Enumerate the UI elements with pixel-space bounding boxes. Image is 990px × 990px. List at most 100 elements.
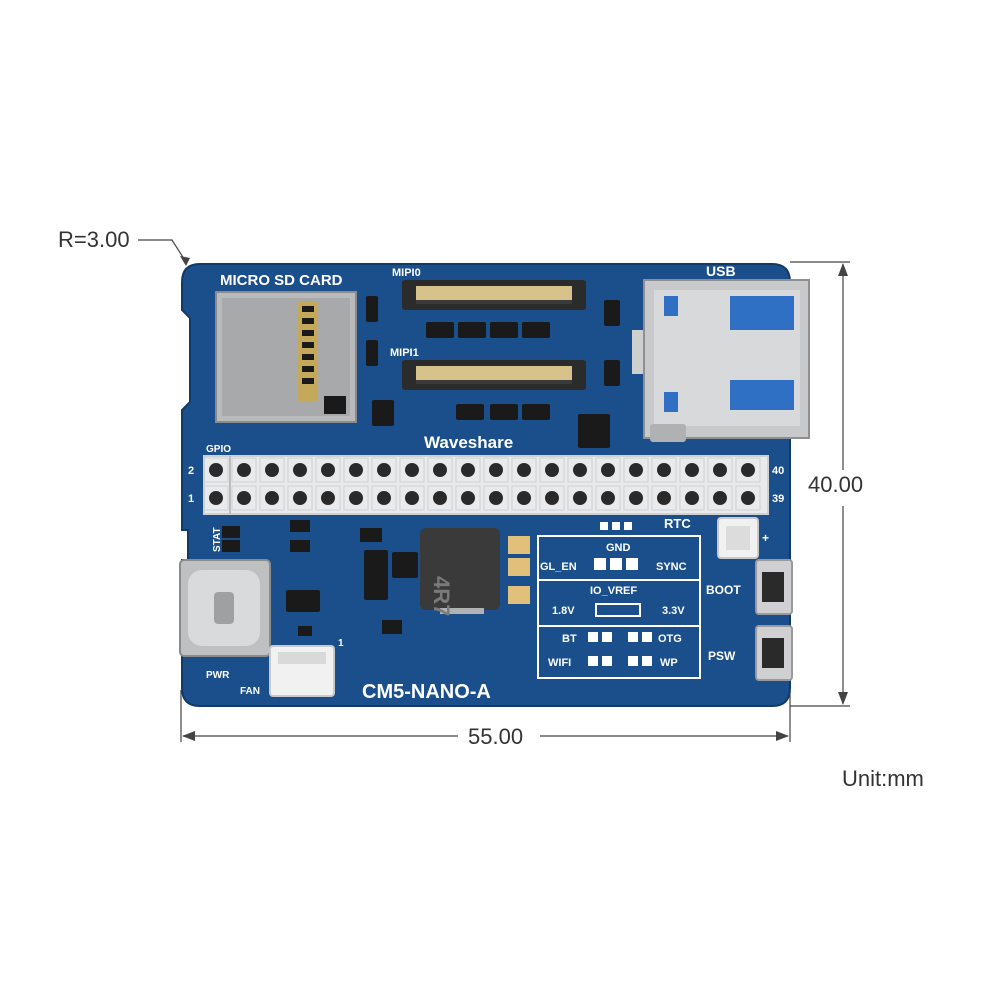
psw-label: PSW (708, 649, 736, 663)
gpio-pin (349, 463, 363, 477)
gpio-pin (461, 463, 475, 477)
gpio-pin (237, 491, 251, 505)
gpio-pin-cell (455, 457, 481, 483)
gpio-pin-cell (259, 457, 285, 483)
wifi-label: WIFI (548, 657, 571, 669)
gpio-pin-cell (427, 485, 453, 511)
gpio-pin (209, 463, 223, 477)
jumper-config-box (537, 535, 701, 679)
gpio-pin (741, 463, 755, 477)
boot-button[interactable] (755, 559, 793, 615)
gpio-pin-cell (343, 485, 369, 511)
gpio-pin (405, 491, 419, 505)
mipi1-connector (402, 360, 586, 390)
v18-label: 1.8V (552, 605, 575, 617)
power-components (222, 520, 530, 636)
gpio-pin (685, 491, 699, 505)
gpio-pin-cell (259, 485, 285, 511)
gpio-pin (321, 491, 335, 505)
gpio-pin-cell (511, 485, 537, 511)
width-dimension-label: 55.00 (468, 724, 524, 749)
gpio-header (203, 455, 769, 515)
gpio-pin (377, 463, 391, 477)
gpio-pin (741, 491, 755, 505)
radius-dimension-label: R=3.00 (58, 227, 130, 252)
gpio-pin-cell (203, 457, 229, 483)
gpio-pin (545, 491, 559, 505)
gpio-pin (433, 491, 447, 505)
usb-a-port (643, 279, 810, 442)
micro-sd-card-slot (215, 291, 357, 423)
gpio-pin-cell (343, 457, 369, 483)
gpio-pin (713, 463, 727, 477)
gpio-pin (573, 463, 587, 477)
gpio-pin (657, 463, 671, 477)
fan-connector (269, 645, 335, 697)
usb-c-port (179, 559, 271, 657)
io-vref-label: IO_VREF (590, 585, 637, 597)
jumper-pads (588, 522, 652, 666)
gpio-pin-cell (595, 485, 621, 511)
gpio-pin-cell (371, 485, 397, 511)
mipi0-connector (402, 280, 586, 310)
gpio-pin-cell (203, 485, 229, 511)
gpio-pin40-label: 40 (772, 465, 784, 477)
inductor-label: 4R7 (429, 576, 454, 616)
gpio-pin (629, 463, 643, 477)
gpio-pin-cell (623, 457, 649, 483)
stat-label: STAT (212, 527, 223, 552)
gpio-pin1-label: 1 (188, 493, 194, 505)
dimension-lines (138, 239, 850, 742)
gpio-pin (293, 491, 307, 505)
bt-label: BT (562, 633, 577, 645)
v33-label: 3.3V (662, 605, 685, 617)
gpio-pin (629, 491, 643, 505)
gpio-pin (573, 491, 587, 505)
psw-button[interactable] (755, 625, 793, 681)
gpio-pin (265, 463, 279, 477)
usb-label: USB (706, 263, 736, 279)
radius-leader-line (138, 239, 187, 263)
brand-label: Waveshare (424, 433, 513, 452)
board-name-label: CM5-NANO-A (362, 681, 491, 703)
gpio-pin-cell (483, 457, 509, 483)
mipi0-label: MIPI0 (392, 267, 421, 279)
gpio-pin (321, 463, 335, 477)
gpio-pin (265, 491, 279, 505)
gpio-pin-cell (371, 457, 397, 483)
gpio-pin-cell (707, 457, 733, 483)
gpio-pin-cell (539, 457, 565, 483)
gpio-pin39-label: 39 (772, 493, 784, 505)
gpio-pin-cell (735, 457, 761, 483)
gpio-pin (489, 491, 503, 505)
gpio-pin (461, 491, 475, 505)
gpio-pin-grid (203, 457, 761, 511)
gpio-pin (685, 463, 699, 477)
gpio-pin-cell (315, 485, 341, 511)
gpio-pin-cell (399, 485, 425, 511)
gpio-label: GPIO (206, 444, 231, 455)
gpio-pin (377, 491, 391, 505)
gpio-pin (433, 463, 447, 477)
gpio-pin (657, 491, 671, 505)
gpio-pin-cell (511, 457, 537, 483)
gpio-pin-cell (735, 485, 761, 511)
gpio-pin (293, 463, 307, 477)
inductor-4r7 (420, 528, 500, 614)
gpio-pin (517, 491, 531, 505)
gpio-pin-cell (315, 457, 341, 483)
gpio-pin-cell (623, 485, 649, 511)
gpio-pin-cell (707, 485, 733, 511)
wp-label: WP (660, 657, 678, 669)
mipi-support-components (366, 296, 650, 448)
gpio-pin-cell (679, 457, 705, 483)
gpio-pin (545, 463, 559, 477)
pwr-label: PWR (206, 670, 230, 681)
gpio-pin (517, 463, 531, 477)
gpio-pin-cell (567, 485, 593, 511)
rtc-label: RTC (664, 516, 691, 531)
gnd-label: GND (606, 542, 631, 554)
gpio-pin-cell (679, 485, 705, 511)
gpio-pin-cell (651, 457, 677, 483)
gpio-pin2-label: 2 (188, 465, 194, 477)
